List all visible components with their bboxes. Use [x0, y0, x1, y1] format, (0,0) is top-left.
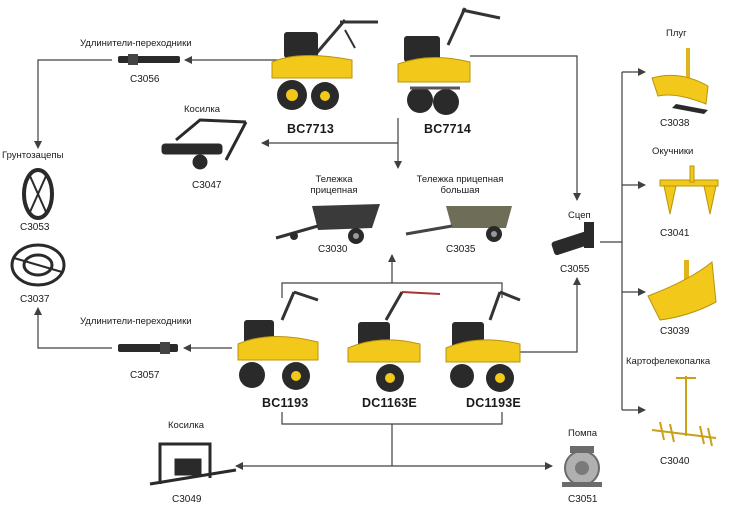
mower-top-label: Косилка: [184, 104, 221, 115]
model-bc7714: BC7714: [424, 122, 472, 136]
trailer-label-line1: Тележка: [315, 174, 353, 185]
extender-c3056-image: [118, 54, 180, 65]
extenders-bottom-code: C3057: [130, 370, 160, 381]
trailer-c3030-image: [275, 204, 380, 244]
hiller-label: Окучники: [652, 146, 694, 157]
plough-c3039-image: [647, 260, 717, 321]
hiller-c3041-image: [659, 165, 719, 215]
pump-label: Помпа: [568, 428, 598, 439]
mower-bottom-code: C3049: [172, 494, 202, 505]
mower-bottom-label: Косилка: [168, 420, 205, 431]
pump-c3051-image: [562, 446, 602, 487]
plough-code: C3038: [660, 118, 690, 129]
trailer-big-label: Тележка прицепная большая: [404, 174, 516, 196]
tiller-bc7713-image: [271, 19, 378, 110]
arrow-to-wheels-bottom: [34, 307, 112, 349]
trailer-big-label-line2: большая: [440, 185, 480, 196]
hiller-code: C3041: [660, 228, 690, 239]
model-dc1193e: DC1193E: [466, 396, 521, 410]
trailer-code: C3030: [318, 244, 348, 255]
extenders-top-code: C3056: [130, 74, 160, 85]
tiller-bc1193-image: [237, 290, 319, 390]
digger-label: Картофелекопалка: [626, 356, 711, 367]
wheel-c3037-image: [10, 243, 66, 287]
wheels-code-2: C3037: [20, 294, 50, 305]
pump-code: C3051: [568, 494, 598, 505]
mower-c3049-image: [149, 442, 237, 486]
extender-c3057-image: [118, 342, 178, 354]
tiller-bc7714-image: [397, 7, 501, 115]
mower-top-code: C3047: [192, 180, 222, 191]
digger-c3040-image: [651, 376, 717, 447]
arrow-to-wheels: [34, 59, 112, 149]
arrow-to-hitch-bottom: [520, 277, 581, 353]
trailer-big-code: C3035: [446, 244, 476, 255]
extenders-top-label: Удлинители-переходники: [80, 38, 192, 49]
digger-code: C3040: [660, 456, 690, 467]
hitch-label: Сцеп: [568, 210, 591, 221]
wheels-label: Грунтозацепы: [2, 150, 64, 161]
trailer-big-label-line1: Тележка прицепная: [416, 174, 504, 185]
model-bc7713: BC7713: [287, 122, 335, 136]
hitch-c3055-image: [551, 222, 594, 256]
arrow-to-hitch-top: [470, 55, 581, 201]
bottom-bracket-low: [281, 412, 503, 425]
hitch-code: C3055: [560, 264, 590, 275]
bottom-bracket-top: [281, 282, 503, 298]
plough-c3038-image: [651, 48, 709, 114]
plough2-code: C3039: [660, 326, 690, 337]
tiller-dc1163e-image: [347, 291, 441, 392]
wheels-code-1: C3053: [20, 222, 50, 233]
connector-lines: [34, 55, 646, 470]
trailer-c3035-image: [405, 206, 512, 242]
model-dc1163e: DC1163E: [362, 396, 417, 410]
trailer-label: Тележка прицепная: [302, 174, 366, 196]
model-bc1193: BC1193: [262, 396, 309, 410]
trailer-label-line2: прицепная: [310, 185, 358, 196]
mower-c3047-image: [161, 118, 248, 170]
plough-label: Плуг: [666, 28, 687, 39]
extenders-bottom-label: Удлинители-переходники: [80, 316, 192, 327]
wheel-c3053-image: [22, 168, 54, 220]
tiller-dc1193e-image: [445, 290, 521, 392]
